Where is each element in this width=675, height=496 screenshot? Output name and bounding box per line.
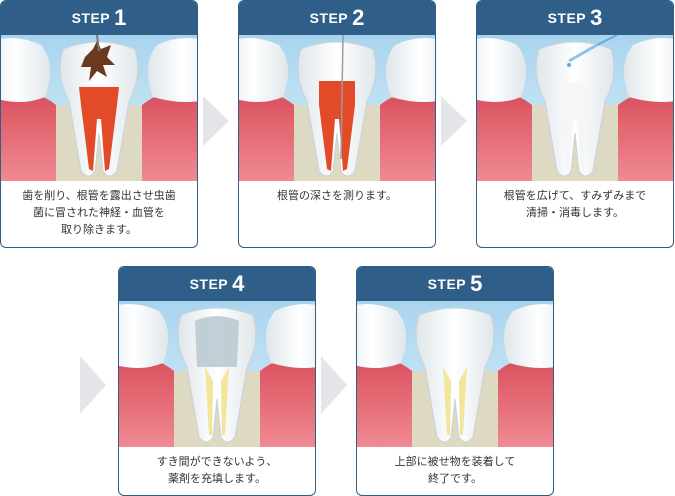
arrow-right-icon [203, 96, 229, 146]
step-caption-5: 上部に被せ物を装着して 終了です。 [357, 447, 553, 495]
caption-text: 根管を広げて、すみずみまで 清掃・消毒します。 [503, 189, 647, 219]
tooth-illustration-3 [477, 35, 673, 181]
step-number: 2 [352, 5, 365, 30]
step-header-1: STEP 1 [1, 1, 197, 35]
arrow-right-icon [80, 356, 106, 414]
step-header-5: STEP 5 [357, 267, 553, 301]
caption-text: 歯を削り、根管を露出させ虫歯 菌に冒された神経・血管を 取り除きます。 [22, 189, 176, 236]
step-card-5: STEP 5 上部に被せ物を装着して 終了です。 [356, 266, 554, 496]
step-number: 4 [232, 271, 245, 296]
caption-text: 上部に被せ物を装着して 終了です。 [394, 455, 516, 485]
step-header-2: STEP 2 [239, 1, 435, 35]
step-label: STEP [189, 276, 229, 292]
step-caption-4: すき間ができないよう、 薬剤を充填します。 [119, 447, 315, 495]
step-label: STEP [309, 10, 349, 26]
step-label: STEP [427, 276, 467, 292]
step-card-2: STEP 2 根管の深さを測ります。 [238, 0, 436, 248]
step-number: 3 [590, 5, 603, 30]
tooth-illustration-4 [119, 301, 315, 447]
tooth-illustration-1 [1, 35, 197, 181]
step-caption-2: 根管の深さを測ります。 [239, 181, 435, 247]
step-label: STEP [71, 10, 111, 26]
arrow-right-icon [321, 356, 347, 414]
caption-text: すき間ができないよう、 薬剤を充填します。 [156, 455, 278, 485]
step-label: STEP [547, 10, 587, 26]
step-card-1: STEP 1 歯を削り、根管を露出させ虫歯 菌に冒された神経・血管を 取り除きま… [0, 0, 198, 248]
tooth-illustration-2 [239, 35, 435, 181]
step-caption-3: 根管を広げて、すみずみまで 清掃・消毒します。 [477, 181, 673, 247]
step-number: 5 [470, 271, 483, 296]
step-card-3: STEP 3 根管を広げて、すみずみまで 清掃・消毒します。 [476, 0, 674, 248]
arrow-right-icon [441, 96, 467, 146]
step-caption-1: 歯を削り、根管を露出させ虫歯 菌に冒された神経・血管を 取り除きます。 [1, 181, 197, 247]
step-card-4: STEP 4 すき間ができないよう、 薬剤を充填します。 [118, 266, 316, 496]
tooth-illustration-5 [357, 301, 553, 447]
caption-text: 根管の深さを測ります。 [277, 189, 397, 202]
step-number: 1 [114, 5, 127, 30]
step-header-4: STEP 4 [119, 267, 315, 301]
step-header-3: STEP 3 [477, 1, 673, 35]
